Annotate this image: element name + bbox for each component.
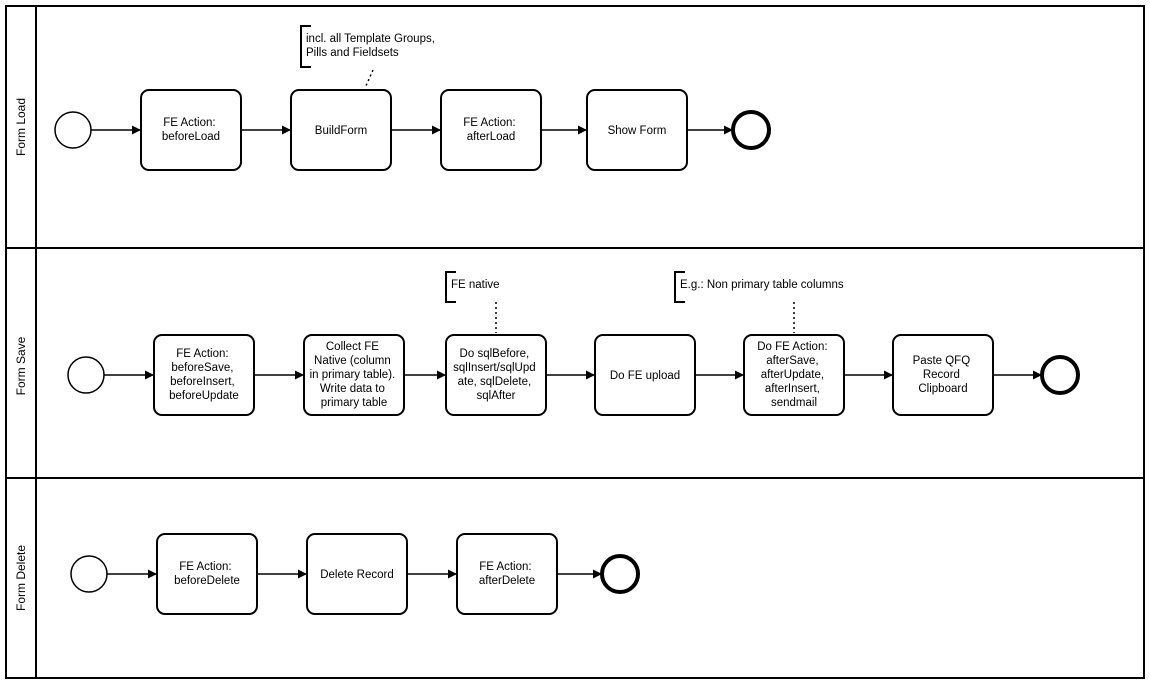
association-line <box>364 69 374 89</box>
task-label: Do sqlBefore, sqlInsert/sqlUpd ate, sqlD… <box>453 348 539 402</box>
task-label: Paste QFQ Record Clipboard <box>913 355 974 395</box>
task-fe-action-afterdelete[interactable] <box>456 533 558 615</box>
task-label: Do FE upload <box>610 370 680 382</box>
end-event[interactable] <box>731 110 771 150</box>
task-fe-action-beforedelete[interactable] <box>156 533 258 615</box>
text-annotation-bracket <box>674 271 685 303</box>
lane-form-save: FE Action: beforeSave, beforeInsert, bef… <box>67 271 1080 416</box>
task-label: BuildForm <box>315 125 367 137</box>
task-fe-action-beforeload[interactable] <box>140 89 242 171</box>
task-label: Delete Record <box>320 569 394 581</box>
lane-form-delete: FE Action: beforeDelete Delete Record FE… <box>70 533 640 615</box>
task-label: Show Form <box>608 125 667 137</box>
text-annotation: incl. all Template Groups, Pills and Fie… <box>306 33 438 59</box>
end-event[interactable] <box>600 554 640 594</box>
text-annotation-bracket <box>445 271 456 303</box>
task-fe-action-afterload[interactable] <box>440 89 542 171</box>
task-do-sql[interactable] <box>445 334 547 416</box>
text-annotation-bracket <box>300 25 311 68</box>
pool-frame <box>5 5 1145 679</box>
task-label: FE Action: afterLoad <box>463 117 519 143</box>
text-annotation: E.g.: Non primary table columns <box>680 279 844 291</box>
task-label: FE Action: beforeLoad <box>162 117 220 143</box>
lane-form-load: FE Action: beforeLoad BuildForm FE Actio… <box>54 25 771 171</box>
task-label: FE Action: afterDelete <box>479 561 535 587</box>
task-label: Do FE Action: afterSave, afterUpdate, af… <box>757 341 831 409</box>
lane-label-form-save: Form Save <box>14 336 28 395</box>
task-fe-action-beforesave[interactable] <box>153 334 255 416</box>
lane-label-form-delete: Form Delete <box>14 545 28 611</box>
task-label: FE Action: beforeDelete <box>174 561 240 587</box>
end-event[interactable] <box>1040 355 1080 395</box>
lane-label-form-load: Form Load <box>14 98 28 156</box>
start-event[interactable] <box>70 555 108 593</box>
task-label: Collect FE Native (column in primary tab… <box>310 341 399 409</box>
start-event[interactable] <box>54 111 92 149</box>
text-annotation: FE native <box>451 279 500 291</box>
task-label: FE Action: beforeSave, beforeInsert, bef… <box>169 348 239 402</box>
start-event[interactable] <box>67 356 105 394</box>
